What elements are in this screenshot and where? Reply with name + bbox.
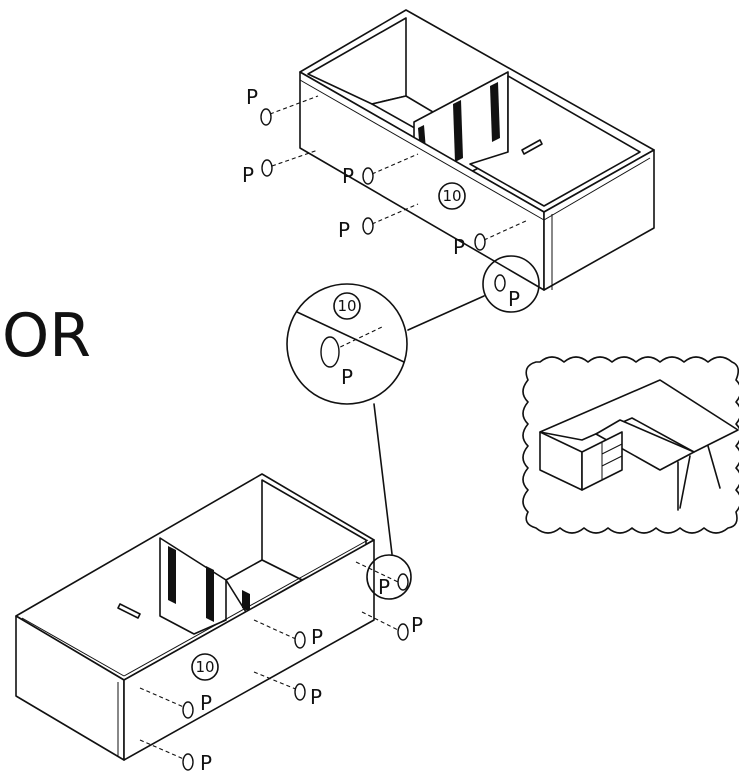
top-step-circle bbox=[438, 182, 466, 210]
top-cabinet-end bbox=[543, 149, 655, 291]
dowel-p-1 bbox=[260, 108, 272, 126]
dowel-p-5 bbox=[474, 233, 486, 251]
or-label: OR bbox=[2, 301, 91, 371]
dowel-b-2 bbox=[397, 623, 409, 641]
bottom-slide-1 bbox=[168, 546, 176, 604]
label-p-2: P bbox=[242, 163, 254, 187]
label-b-5: P bbox=[200, 691, 212, 715]
zoom-step-number: 10 bbox=[337, 297, 356, 315]
top-slide-1 bbox=[453, 100, 463, 162]
dowel-p-6 bbox=[494, 274, 506, 292]
thumb-cabinet-side bbox=[539, 431, 583, 491]
zoom-circle bbox=[286, 283, 408, 405]
bottom-detail-callout bbox=[366, 554, 412, 600]
finished-desk-thumbnail bbox=[522, 356, 739, 534]
label-b-3: P bbox=[311, 625, 323, 649]
label-p-3: P bbox=[342, 164, 354, 188]
bottom-handle-slot bbox=[117, 603, 141, 619]
label-b-1: P bbox=[378, 575, 390, 599]
cloud-outline bbox=[522, 356, 739, 534]
zoom-dowel bbox=[320, 336, 340, 368]
top-step-number: 10 bbox=[442, 187, 461, 205]
dowel-b-4 bbox=[294, 683, 306, 701]
top-handle-slot bbox=[521, 139, 543, 155]
top-cabinet: P P P P P P 10 bbox=[242, 9, 655, 313]
dowel-p-3 bbox=[362, 167, 374, 185]
bottom-step-circle bbox=[191, 653, 219, 681]
zoom-detail: 10 P bbox=[286, 283, 485, 555]
dowel-b-5 bbox=[182, 701, 194, 719]
top-slide-2 bbox=[490, 82, 500, 142]
zoom-label-p: P bbox=[341, 365, 353, 389]
label-b-6: P bbox=[200, 751, 212, 775]
label-p-4: P bbox=[338, 218, 350, 242]
label-b-4: P bbox=[310, 685, 322, 709]
bottom-slide-2 bbox=[206, 566, 214, 622]
bottom-cabinet: P P P P P P 10 bbox=[15, 473, 423, 775]
dowel-p-4 bbox=[362, 217, 374, 235]
bottom-step-number: 10 bbox=[195, 658, 214, 676]
top-cabinet-right-compartment bbox=[469, 75, 641, 207]
label-b-2: P bbox=[411, 613, 423, 637]
label-p-5: P bbox=[453, 235, 465, 259]
dowel-b-3 bbox=[294, 631, 306, 649]
label-p-1: P bbox=[246, 85, 258, 109]
dowel-p-2 bbox=[261, 159, 273, 177]
dowel-b-6 bbox=[182, 753, 194, 771]
label-p-6: P bbox=[508, 287, 520, 311]
dowel-b-1 bbox=[397, 573, 409, 591]
top-detail-callout bbox=[482, 255, 540, 313]
